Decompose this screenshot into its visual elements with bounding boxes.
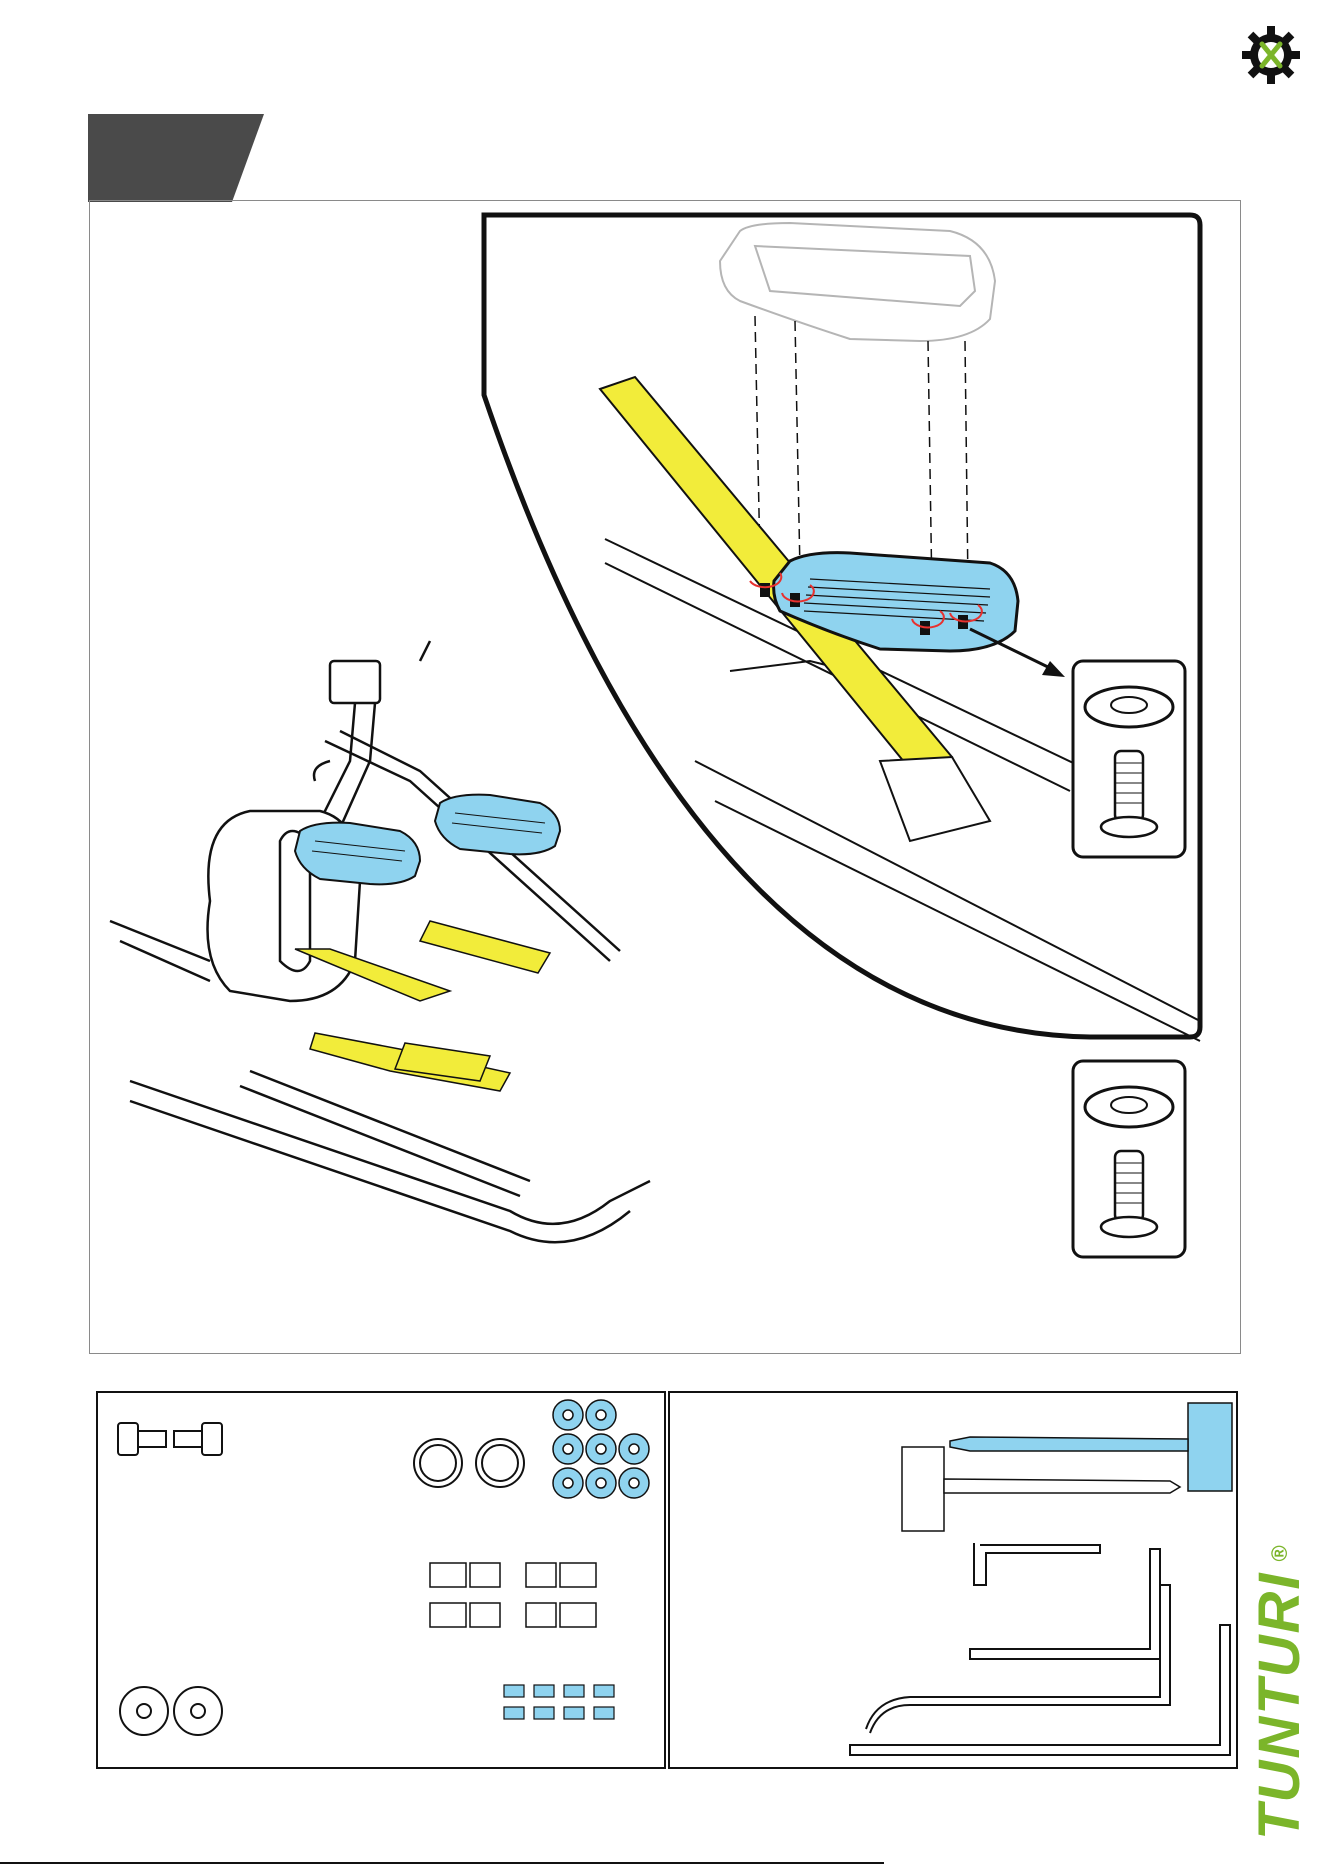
overview-pedals: [295, 795, 560, 885]
footer-rule: [0, 1862, 884, 1864]
bolt-icon: [118, 1423, 222, 1455]
gear-wrench-icon: [1238, 22, 1304, 88]
trademark-mark: ®: [1250, 1543, 1310, 1561]
hardware-parts-panel: [96, 1391, 666, 1769]
pedal-screw-blue-icon: [504, 1685, 614, 1719]
screwdriver-blue-icon: [950, 1403, 1232, 1491]
large-washer-icon: [414, 1439, 524, 1487]
screwdriver-icon: [902, 1447, 1180, 1531]
step-tab: [88, 114, 264, 202]
elliptical-trainer-overview: [110, 641, 650, 1242]
flat-washer-icon: [120, 1687, 222, 1735]
hex-wrench-medium-icon: [970, 1549, 1160, 1659]
zoom-detail-panel: [484, 215, 1200, 1041]
hex-wrench-small-icon: [974, 1543, 1100, 1585]
assembly-illustration-frame: [89, 200, 1241, 1354]
screw-callout-2: [1073, 1061, 1185, 1257]
screw-callout-1: [1073, 661, 1185, 857]
tools-panel: [668, 1391, 1238, 1769]
tunturi-logo: TUNTURI ®: [1250, 1340, 1310, 1840]
hex-wrench-xlarge-icon: [850, 1625, 1230, 1755]
brand-name: TUNTURI: [1250, 1571, 1310, 1840]
nut-icon: [430, 1563, 596, 1627]
